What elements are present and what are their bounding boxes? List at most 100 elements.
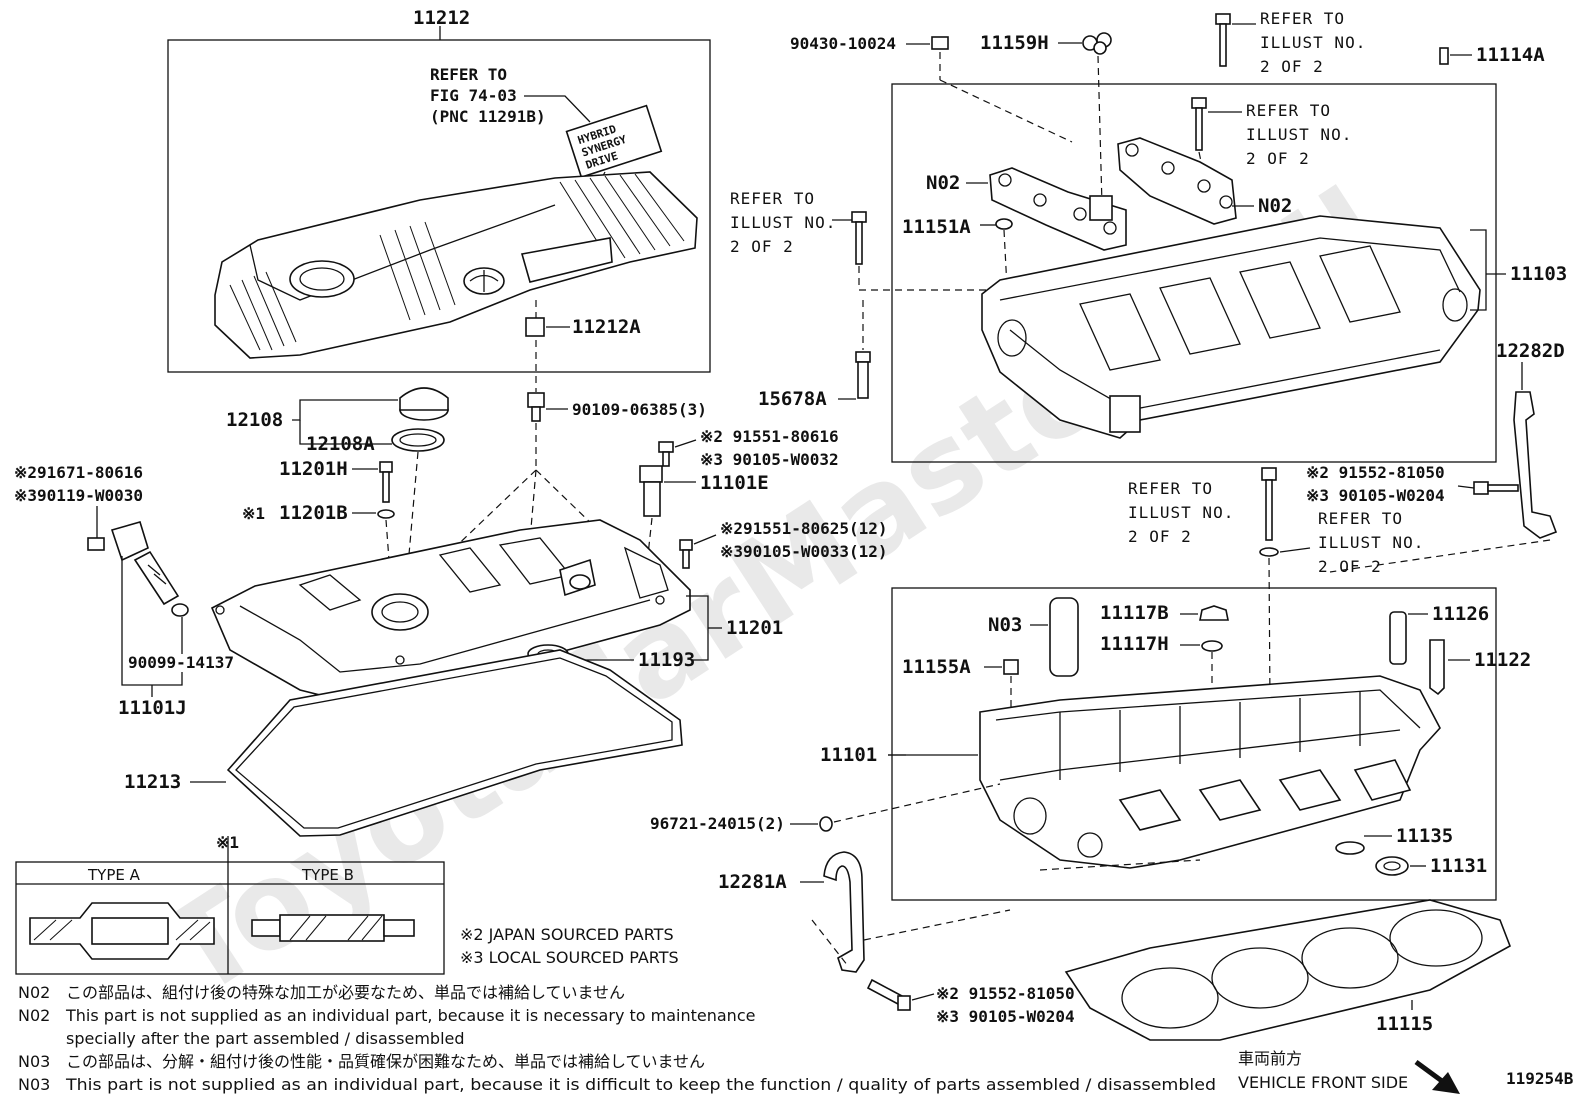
label-11201H[interactable]: 11201H	[279, 458, 348, 480]
label-90430[interactable]: 90430-10024	[790, 34, 896, 53]
type-table: ※1 TYPE A TYPE B	[15, 833, 445, 975]
oring-96721	[819, 816, 833, 832]
bolt-91551b	[679, 539, 693, 569]
bolt-11201H	[379, 461, 393, 503]
label-91552b[interactable]: ※2 91552-81050	[936, 984, 1075, 1003]
mark1-table: ※1	[216, 833, 239, 852]
refer-e-3: 2 OF 2	[1318, 557, 1382, 576]
refer-b-2: ILLUST NO.	[1246, 125, 1352, 144]
bolt-91551a	[658, 441, 674, 467]
label-15678A[interactable]: 15678A	[758, 388, 827, 410]
label-11159H[interactable]: 11159H	[980, 32, 1049, 54]
label-11193[interactable]: 11193	[638, 649, 695, 671]
label-11101J[interactable]: 11101J	[118, 697, 187, 719]
refer-e-2: ILLUST NO.	[1318, 533, 1424, 552]
plug-11155A	[1003, 659, 1019, 675]
label-90099[interactable]: 90099-14137	[128, 653, 234, 672]
pipe-N03	[1049, 597, 1079, 677]
label-11122[interactable]: 11122	[1474, 649, 1531, 671]
label-11135[interactable]: 11135	[1396, 825, 1453, 847]
label-90119[interactable]: ※390119-W0030	[14, 486, 143, 505]
hybrid-emblem: HYBRID SYNERGY DRIVE	[565, 104, 663, 179]
bolt-91552b	[866, 978, 911, 1011]
label-91671[interactable]: ※291671-80616	[14, 463, 143, 482]
refer-d-3: 2 OF 2	[1128, 527, 1192, 546]
bolt-refer-b	[1191, 97, 1207, 151]
cylinder-head-11101	[979, 675, 1441, 869]
label-12108A[interactable]: 12108A	[306, 433, 375, 455]
label-91551b[interactable]: ※291551-80625(12)	[720, 519, 888, 538]
engine-cover-box	[167, 39, 711, 373]
type-a-header: TYPE A	[87, 866, 141, 884]
oring-11159H	[1082, 32, 1112, 55]
plug-11117B	[1199, 605, 1229, 621]
diagram-id: 119254B	[1506, 1069, 1574, 1088]
refer-e-1: REFER TO	[1318, 509, 1403, 528]
camshaft-housing-11103	[981, 215, 1481, 439]
legend-local: ※3 LOCAL SOURCED PARTS	[460, 948, 679, 967]
label-91552a[interactable]: ※2 91552-81050	[1306, 463, 1445, 482]
label-11155A[interactable]: 11155A	[902, 656, 971, 678]
refer-fig-line3: (PNC 11291B)	[430, 107, 546, 126]
note-code: N02	[18, 983, 50, 1002]
label-11131[interactable]: 11131	[1430, 855, 1487, 877]
label-11117H[interactable]: 11117H	[1100, 633, 1169, 655]
label-90105b[interactable]: ※390105-W0033(12)	[720, 542, 888, 561]
label-11212A[interactable]: 11212A	[572, 316, 641, 338]
bolt-91552a	[1473, 481, 1519, 495]
pin-11114A	[1439, 47, 1449, 65]
label-11101E[interactable]: 11101E	[700, 472, 769, 494]
label-91551a[interactable]: ※2 91551-80616	[700, 427, 839, 446]
vehicle-front-en: VEHICLE FRONT SIDE	[1238, 1073, 1408, 1092]
label-11201[interactable]: 11201	[726, 617, 783, 639]
label-12281A[interactable]: 12281A	[718, 871, 787, 893]
plug-90430	[931, 36, 949, 50]
refer-d-1: REFER TO	[1128, 479, 1213, 498]
label-90105d[interactable]: ※3 90105-W0204	[936, 1007, 1075, 1026]
camshaft-housing-box	[891, 83, 1497, 463]
label-11101[interactable]: 11101	[820, 744, 877, 766]
label-11213[interactable]: 11213	[124, 771, 181, 793]
label-11117B[interactable]: 11117B	[1100, 602, 1169, 624]
front-arrow-icon	[1414, 1059, 1460, 1094]
note-text: この部品は、分解・組付け後の性能・品質確保が困難なため、単品では補給していません	[66, 1052, 705, 1071]
refer-b-3: 2 OF 2	[1246, 149, 1310, 168]
pin-11126	[1389, 611, 1407, 665]
label-12282D[interactable]: 12282D	[1496, 340, 1565, 362]
notes: N02 この部品は、組付け後の特殊な加工が必要なため、単品では補給していません …	[18, 983, 1216, 1094]
gasket-11135	[1335, 841, 1365, 855]
label-N02-left[interactable]: N02	[926, 172, 960, 194]
legend-japan: ※2 JAPAN SOURCED PARTS	[460, 925, 674, 944]
refer-b-1: REFER TO	[1246, 101, 1331, 120]
note-text: この部品は、組付け後の特殊な加工が必要なため、単品では補給していません	[66, 983, 625, 1002]
guide-11122	[1429, 639, 1445, 696]
type-b-header: TYPE B	[301, 866, 354, 884]
label-96721[interactable]: 96721-24015(2)	[650, 814, 785, 833]
head-bolt-refer-d	[1259, 467, 1279, 557]
mark1-11201B: ※1	[242, 504, 265, 523]
label-11212[interactable]: 11212	[413, 7, 470, 29]
label-11103[interactable]: 11103	[1510, 263, 1567, 285]
label-90105a[interactable]: ※3 90105-W0032	[700, 450, 839, 469]
refer-a-1: REFER TO	[1260, 9, 1345, 28]
label-11201B[interactable]: 11201B	[279, 502, 348, 524]
grommet-11212A	[525, 317, 545, 337]
label-11151A[interactable]: 11151A	[902, 216, 971, 238]
label-11126[interactable]: 11126	[1432, 603, 1489, 625]
union-15678A	[855, 351, 871, 399]
label-90109[interactable]: 90109-06385(3)	[572, 400, 707, 419]
label-11114A[interactable]: 11114A	[1476, 44, 1545, 66]
label-N03[interactable]: N03	[988, 614, 1022, 636]
gasket-11213	[226, 649, 683, 837]
label-12108[interactable]: 12108	[226, 409, 283, 431]
label-11115[interactable]: 11115	[1376, 1013, 1433, 1035]
bolt-refer-a	[1215, 13, 1231, 67]
label-90105c[interactable]: ※3 90105-W0204	[1306, 486, 1445, 505]
label-N02-right[interactable]: N02	[1258, 195, 1292, 217]
bolt-refer-c	[851, 211, 867, 265]
refer-c-1: REFER TO	[730, 189, 815, 208]
camshaft-cap-N02-right	[1117, 137, 1237, 225]
refer-a-2: ILLUST NO.	[1260, 33, 1366, 52]
